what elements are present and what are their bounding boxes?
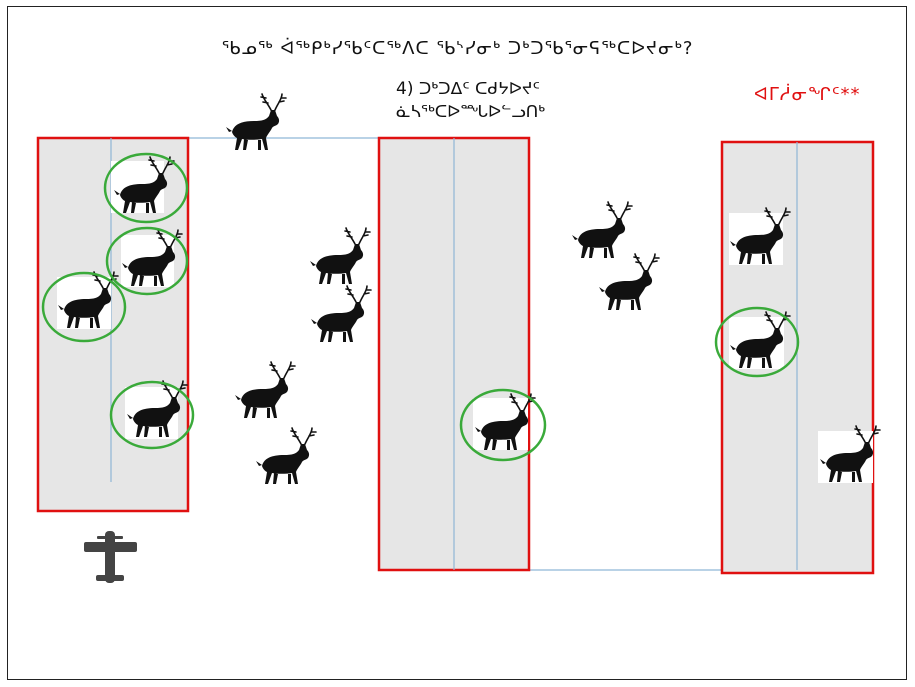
airplane-icon [84, 531, 137, 583]
caribou-icon [572, 202, 632, 258]
caribou-icon [226, 94, 286, 150]
caribou-icon [310, 228, 370, 284]
caribou-icon [256, 428, 316, 484]
caribou-icon [235, 362, 295, 418]
caribou-icon [311, 286, 371, 342]
caribou-icon [599, 254, 659, 310]
survey-strip-2 [379, 138, 529, 570]
